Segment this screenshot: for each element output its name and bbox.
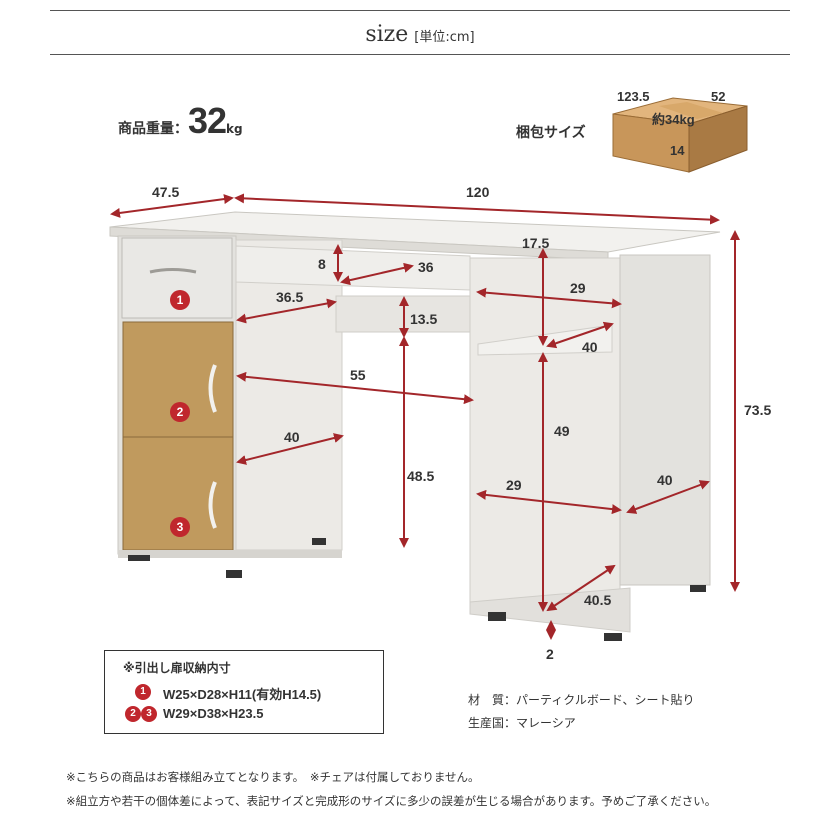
- dim-right-lower-height: 49: [554, 423, 570, 439]
- inner-badge-1: 1: [135, 684, 151, 700]
- title-unit: [単位:cm]: [414, 30, 475, 45]
- inner-size-box: ※引出し扉収納内寸 1 W25×D28×H11(有効H14.5) 2 3 W29…: [104, 650, 384, 734]
- inner-size-title: ※引出し扉収納内寸: [123, 661, 231, 675]
- header-rule-bottom: [50, 54, 790, 55]
- inner-badge-2: 2: [125, 706, 141, 722]
- inner-size-row-1: W25×D28×H11(有効H14.5): [163, 687, 322, 702]
- inner-badge-3: 3: [141, 706, 157, 722]
- dim-right-top-depth: 40: [582, 339, 598, 355]
- dim-knee-width: 55: [350, 367, 366, 383]
- dim-right-side-depth: 40: [657, 472, 673, 488]
- badge-door-lower: 3: [170, 517, 190, 537]
- dim-knee-height: 48.5: [407, 468, 435, 484]
- material-text: 材 質：パーティクルボード、シート貼り: [468, 693, 695, 707]
- dim-overall-height: 73.5: [744, 402, 772, 418]
- inner-size-row-2: W29×D38×H23.5: [163, 706, 264, 721]
- page-title: size [単位:cm]: [0, 22, 840, 47]
- badge-door-upper: 2: [170, 402, 190, 422]
- footer-note-1: ※こちらの商品はお客様組み立てとなります。 ※チェアは付属しておりません。: [66, 770, 480, 784]
- package-weight: 約34kg: [652, 112, 695, 127]
- dim-shelf-depth-left: 36.5: [276, 289, 304, 305]
- product-weight: 商品重量：32kg: [118, 100, 243, 142]
- dim-right-top-width: 29: [570, 280, 586, 296]
- header-rule-top: [50, 10, 790, 11]
- origin-text: 生産国：マレーシア: [468, 716, 576, 730]
- package-width: 123.5: [617, 89, 650, 104]
- dim-shelf-top-width: 36: [418, 259, 434, 275]
- dim-drawer-gap: 13.5: [410, 311, 438, 327]
- dim-overall-width: 120: [466, 184, 490, 200]
- dim-right-lower-width: 29: [506, 477, 522, 493]
- dim-foot-gap: 2: [546, 646, 554, 662]
- package-label: 梱包サイズ: [516, 125, 586, 141]
- package-depth: 52: [711, 89, 726, 104]
- weight-label: 商品重量：: [118, 121, 188, 137]
- dim-shelf-top-height: 8: [318, 256, 326, 272]
- dim-left-cab-depth: 40: [284, 429, 300, 445]
- footer-note-2: ※組立方や若干の個体差によって、表記サイズと完成形のサイズに多少の誤差が生じる場…: [66, 794, 717, 808]
- badge-drawer: 1: [170, 290, 190, 310]
- weight-value: 32: [188, 100, 227, 141]
- dim-right-top-height: 17.5: [522, 235, 550, 251]
- package-height: 14: [670, 143, 685, 158]
- dim-right-bottom-depth: 40.5: [584, 592, 612, 608]
- weight-unit: kg: [226, 122, 243, 136]
- package-box-icon: [612, 97, 748, 173]
- title-text: size: [365, 22, 409, 47]
- dim-overall-depth: 47.5: [152, 184, 180, 200]
